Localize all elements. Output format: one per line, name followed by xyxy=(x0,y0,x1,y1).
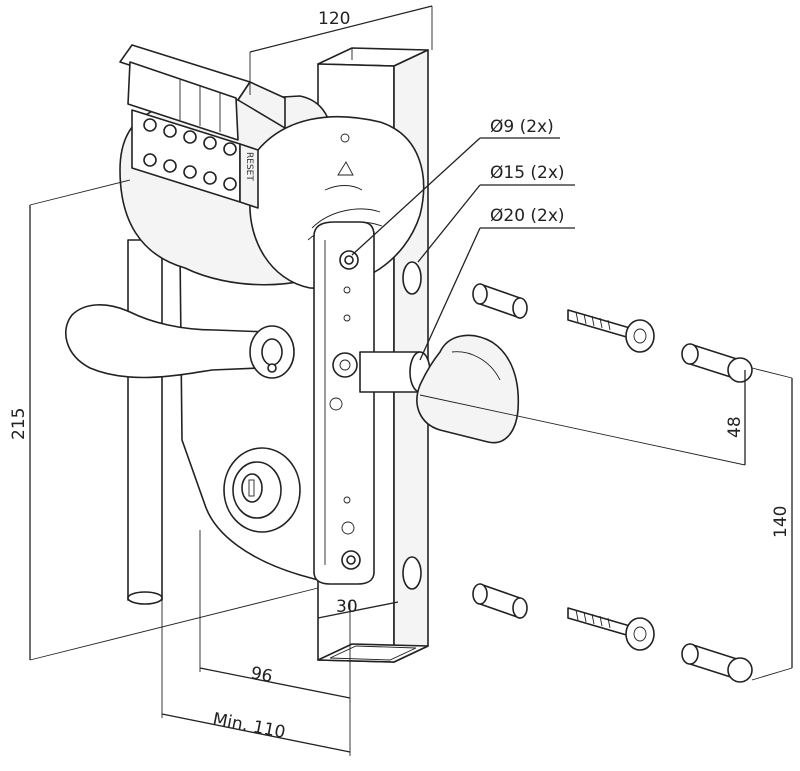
dim-bottom-width: 96 xyxy=(249,663,274,687)
dim-spacing-large: 140 xyxy=(771,506,791,538)
dim-hole-medium: Ø15 (2x) xyxy=(490,163,565,183)
dim-hole-small: Ø9 (2x) xyxy=(490,117,554,137)
post-holes xyxy=(402,261,422,590)
dim-height-total: 215 xyxy=(9,408,29,440)
dim-hole-large: Ø20 (2x) xyxy=(490,206,565,226)
front-faceplate xyxy=(313,221,375,585)
dim-top-width: 120 xyxy=(318,9,350,29)
lower-fixing-set xyxy=(472,583,753,683)
code-keypad: RESET xyxy=(119,44,286,209)
dim-post-width: 30 xyxy=(336,597,358,617)
upper-fixing-set xyxy=(472,283,753,383)
outer-thumb-turn xyxy=(359,334,520,444)
reset-label: RESET xyxy=(244,152,254,181)
dimension-lines xyxy=(29,5,793,756)
dim-min-width: Min. 110 xyxy=(211,709,287,743)
dim-spacing-small: 48 xyxy=(725,416,745,438)
inner-lever-handle xyxy=(64,304,295,379)
key-cylinder xyxy=(223,447,301,533)
